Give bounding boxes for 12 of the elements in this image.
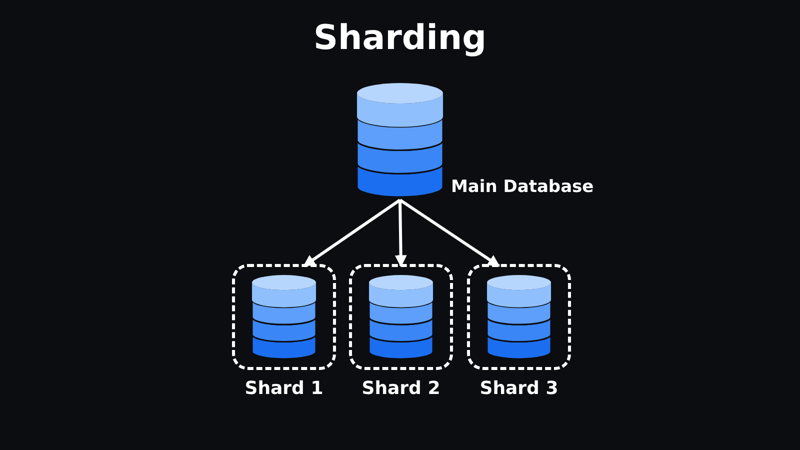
shard-label: Shard 2 <box>360 378 442 399</box>
shard-label: Shard 3 <box>478 378 560 399</box>
database-label: Main Database <box>451 177 594 197</box>
arrow <box>303 198 401 268</box>
shard-box <box>349 264 453 370</box>
shard-box <box>467 264 571 370</box>
arrow <box>399 198 500 268</box>
database-cylinder <box>357 83 443 197</box>
shard-box <box>232 264 336 370</box>
arrow <box>394 200 407 268</box>
shard-label: Shard 1 <box>244 378 324 399</box>
diagram-title: Sharding <box>312 18 488 58</box>
